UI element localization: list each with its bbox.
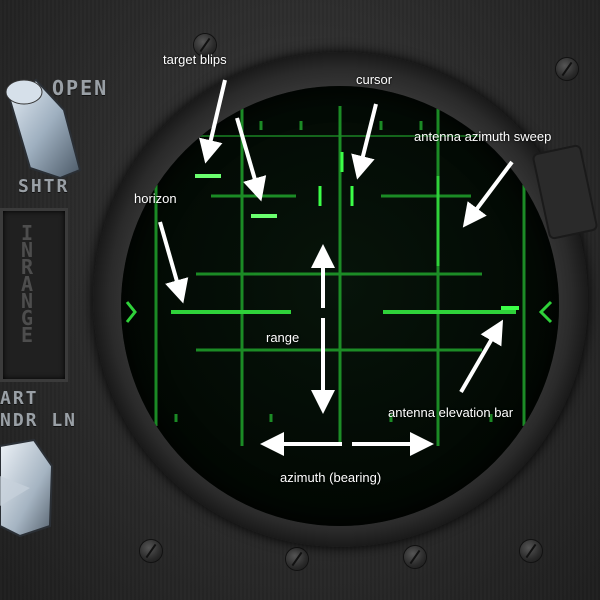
radar-scope [121,86,559,526]
left-caret-icon [125,301,137,323]
antenna-azimuth-sweep-label: antenna azimuth sweep [414,129,552,144]
in-range-text: IN RANGE [21,221,34,347]
bezel-screw-icon [404,546,426,568]
right-caret-icon [538,300,553,324]
bezel-screw-icon [520,540,542,562]
bezel-screw-icon [556,58,578,80]
cursor-label: cursor [356,72,393,87]
horizon-label: horizon [134,191,177,206]
art-label: ART [0,388,39,409]
antenna-elevation-bar-label: antenna elevation bar [388,405,514,420]
shutter-toggle-knob-icon[interactable] [0,60,95,180]
bezel-screw-icon [194,34,216,56]
radar-display [125,106,553,446]
range-label: range [266,330,300,345]
target-blips-label: target blips [163,52,227,67]
shtr-label: SHTR [18,176,70,197]
in-range-indicator: IN RANGE [0,208,68,382]
open-label: OPEN [52,76,109,100]
bezel-screw-icon [286,548,308,570]
azimuth-bearing-label: azimuth (bearing) [280,470,382,485]
bezel-screw-icon [140,540,162,562]
radar-grid [154,106,526,446]
rotary-knob-icon[interactable] [0,436,70,546]
ndr-ln-label: NDR LN [0,410,78,431]
